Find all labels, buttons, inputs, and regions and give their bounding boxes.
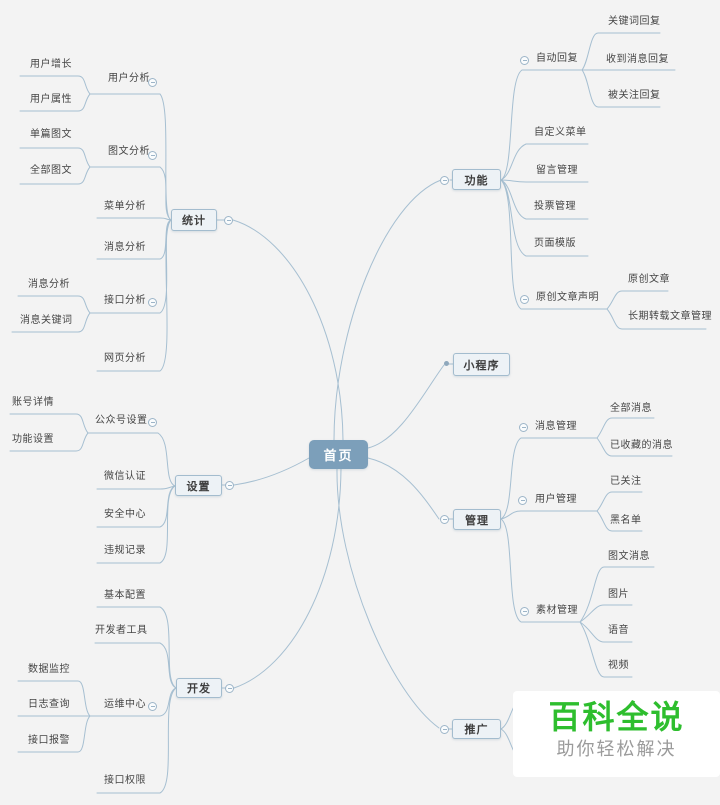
collapse-icon-material-management[interactable] [520,607,529,616]
node-voice[interactable]: 语音 [608,625,629,636]
node-security-center[interactable]: 安全中心 [104,509,146,520]
node-function-settings[interactable]: 功能设置 [12,434,54,445]
node-settings[interactable]: 设置 [175,475,222,496]
watermark-card: 百科全说 助你轻松解决 [513,691,720,777]
node-message-analysis[interactable]: 消息分析 [104,242,146,253]
node-user-analysis[interactable]: 用户分析 [108,73,150,84]
node-account-details[interactable]: 账号详情 [12,397,54,408]
collapse-icon-ops-center[interactable] [148,702,157,711]
collapse-icon-promotion[interactable] [440,725,449,734]
node-features[interactable]: 功能 [452,169,501,190]
collapse-icon-user-analysis[interactable] [148,78,157,87]
collapse-icon-message-management[interactable] [519,423,528,432]
connectors-statistics [11,75,172,372]
node-all-messages[interactable]: 全部消息 [610,403,652,414]
anchor-dot-mini-program[interactable] [444,361,449,366]
node-comment-management[interactable]: 留言管理 [536,165,578,176]
node-mini-program-label: 小程序 [463,359,500,372]
node-menu-analysis[interactable]: 菜单分析 [104,201,146,212]
node-settings-label: 设置 [186,480,211,493]
node-violation-records[interactable]: 违规记录 [104,545,146,556]
node-management[interactable]: 管理 [453,509,501,530]
node-blacklist[interactable]: 黑名单 [610,515,642,526]
node-development[interactable]: 开发 [176,678,222,698]
collapse-icon-features[interactable] [440,176,449,185]
node-user-growth[interactable]: 用户增长 [30,59,72,70]
node-message-management[interactable]: 消息管理 [535,421,577,432]
node-auto-reply[interactable]: 自动回复 [536,53,578,64]
node-api-permissions[interactable]: 接口权限 [104,775,146,786]
node-article-message[interactable]: 图文消息 [608,551,650,562]
node-promotion[interactable]: 推广 [452,719,501,739]
node-favorited-messages[interactable]: 已收藏的消息 [610,440,673,451]
collapse-icon-article-analysis[interactable] [148,151,157,160]
node-api-message-analysis[interactable]: 消息分析 [28,279,70,290]
node-message-keywords[interactable]: 消息关键词 [20,315,73,326]
node-keyword-reply[interactable]: 关键词回复 [608,16,661,27]
node-home-label: 首页 [323,448,354,463]
collapse-icon-api-analysis[interactable] [148,298,157,307]
node-images[interactable]: 图片 [608,589,629,600]
node-developer-tools[interactable]: 开发者工具 [95,625,148,636]
collapse-icon-auto-reply[interactable] [520,56,529,65]
node-log-query[interactable]: 日志查询 [28,699,70,710]
node-user-management[interactable]: 用户管理 [535,494,577,505]
watermark-title: 百科全说 [548,699,685,735]
node-basic-config[interactable]: 基本配置 [104,590,146,601]
node-material-management[interactable]: 素材管理 [536,605,578,616]
collapse-icon-original-article-declaration[interactable] [520,295,529,304]
node-original-article[interactable]: 原创文章 [628,274,670,285]
node-single-article[interactable]: 单篇图文 [30,129,72,140]
node-page-template[interactable]: 页面模版 [534,238,576,249]
node-mini-program[interactable]: 小程序 [453,353,510,376]
node-management-label: 管理 [465,514,489,527]
connectors-features [500,32,707,330]
node-article-analysis[interactable]: 图文分析 [108,146,150,157]
connectors-development [17,606,177,794]
node-webpage-analysis[interactable]: 网页分析 [104,353,146,364]
collapse-icon-settings[interactable] [225,481,234,490]
node-ops-center[interactable]: 运维中心 [104,699,146,710]
node-api-alerts[interactable]: 接口报警 [28,735,70,746]
node-statistics[interactable]: 统计 [171,209,217,231]
node-development-label: 开发 [187,683,211,695]
connectors-stubs [216,179,454,730]
connectors-management [500,417,673,678]
connectors-root-links [232,179,445,729]
collapse-icon-account-settings[interactable] [148,418,157,427]
node-account-settings[interactable]: 公众号设置 [95,415,148,426]
collapse-icon-statistics[interactable] [224,216,233,225]
watermark-subtitle: 助你轻松解决 [556,739,677,759]
node-wechat-verification[interactable]: 微信认证 [104,471,146,482]
node-api-analysis[interactable]: 接口分析 [104,295,146,306]
connectors-settings [9,413,176,564]
collapse-icon-user-management[interactable] [518,496,527,505]
node-home[interactable]: 首页 [309,440,368,469]
node-data-monitoring[interactable]: 数据监控 [28,664,70,675]
node-all-articles[interactable]: 全部图文 [30,165,72,176]
node-vote-management[interactable]: 投票管理 [534,201,576,212]
node-user-attributes[interactable]: 用户属性 [30,94,72,105]
node-followed[interactable]: 已关注 [610,476,642,487]
collapse-icon-development[interactable] [225,684,234,693]
node-promotion-label: 推广 [464,724,489,736]
node-custom-menu[interactable]: 自定义菜单 [534,127,587,138]
node-follow-reply[interactable]: 被关注回复 [608,90,661,101]
node-features-label: 功能 [464,174,489,187]
node-statistics-label: 统计 [182,215,206,227]
node-original-article-declaration[interactable]: 原创文章声明 [536,292,599,303]
node-long-term-reprint-management[interactable]: 长期转载文章管理 [628,311,712,322]
node-received-message-reply[interactable]: 收到消息回复 [606,54,669,65]
node-video[interactable]: 视频 [608,660,629,671]
collapse-icon-management[interactable] [440,515,449,524]
